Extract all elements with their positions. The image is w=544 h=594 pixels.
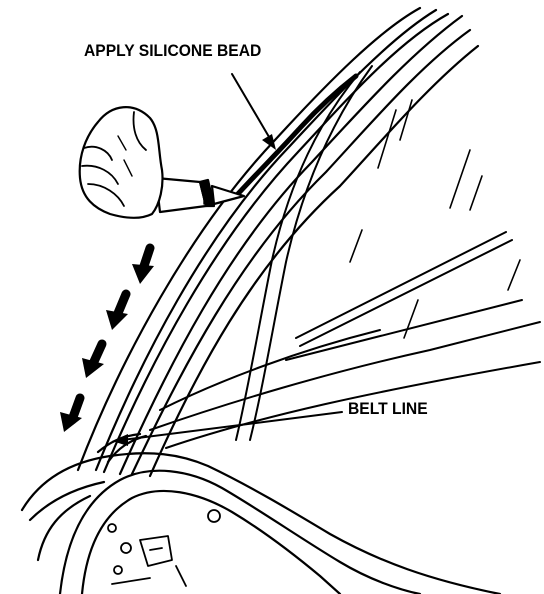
silicone-arrowhead-icon — [262, 134, 276, 150]
apply-silicone-bead-label: APPLY SILICONE BEAD — [84, 41, 262, 60]
silicone-leader — [231, 73, 273, 143]
caulk-nozzle — [210, 184, 246, 206]
hand-with-tube-icon — [78, 106, 246, 219]
glass-edge — [235, 65, 373, 441]
door-body — [20, 432, 502, 594]
arrow-down-icon — [106, 289, 131, 330]
belt-line-arrowhead-icon — [112, 434, 128, 446]
arrow-down-icon — [60, 393, 85, 432]
arrow-down-icon — [132, 243, 155, 284]
silicone-bead — [233, 73, 359, 199]
glass-reflections — [349, 99, 521, 339]
door-hardware — [107, 509, 221, 587]
leader-lines — [121, 73, 343, 441]
belt-line-label: BELT LINE — [348, 399, 428, 418]
belt-line-leader — [121, 411, 343, 441]
door-window — [149, 231, 541, 449]
leader-arrowheads — [112, 134, 276, 446]
arrow-down-icon — [82, 339, 107, 378]
application-arrows — [60, 243, 155, 432]
caulk-tube — [154, 176, 208, 214]
